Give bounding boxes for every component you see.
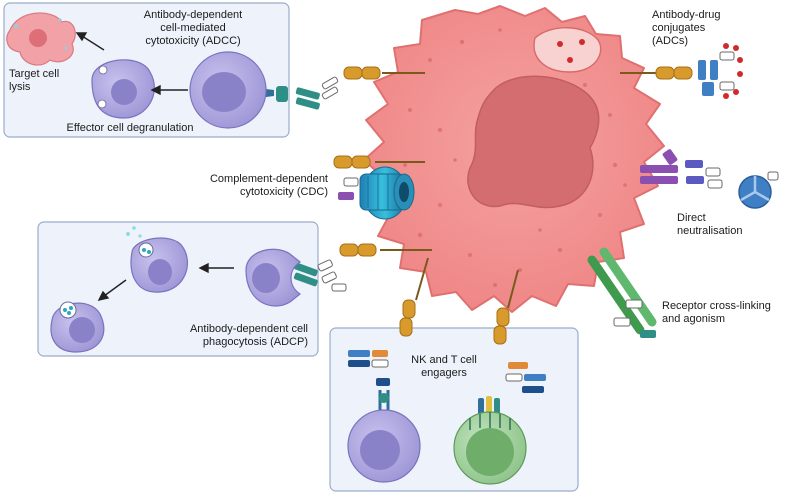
engager-t	[478, 362, 546, 416]
tumor-nucleus	[467, 75, 600, 209]
adcp-panel	[37, 221, 319, 357]
phagocyte-engulfing	[245, 248, 302, 307]
adcp-antibody	[293, 259, 347, 292]
crosslinking-label: Receptor cross-linking and agonism	[662, 300, 771, 325]
receptors	[333, 66, 693, 345]
adcc-label: Antibody-dependent cell-mediated cytotox…	[143, 9, 243, 47]
target-cell-lysis-label: Target cell lysis	[9, 68, 60, 93]
effector-cell-adcc	[189, 51, 267, 129]
adcc-antibody	[258, 76, 339, 110]
adc-label: Antibody-drug conjugates (ADCs)	[652, 9, 721, 47]
adc-antibody	[698, 43, 743, 99]
degranulation-label: Effector cell degranulation	[66, 122, 194, 134]
engager-nk	[348, 350, 390, 410]
adcc-arrows	[75, 32, 188, 96]
adcp-arrows	[97, 262, 234, 302]
phagocyte-final	[50, 301, 105, 353]
drug-star-icon	[557, 39, 585, 63]
nk-cell	[347, 409, 421, 483]
neutralisation-label: Direct neutralisation	[677, 212, 743, 237]
crosslinking-antibodies	[587, 247, 657, 338]
complement-pore	[338, 166, 415, 220]
phagocyte-mid	[126, 226, 189, 293]
adcp-label: Antibody-dependent cell phagocytosis (AD…	[189, 323, 308, 348]
degranulating-cell	[91, 59, 155, 119]
target-cell-lysed	[6, 12, 76, 66]
cdc-label: Complement-dependent cytotoxicity (CDC)	[209, 173, 328, 198]
neutralisation-antibodies	[640, 149, 723, 189]
t-cell	[453, 411, 527, 485]
engagers-label: NK and T cell engagers	[411, 354, 477, 379]
neutralised-ligand-icon	[738, 171, 779, 209]
drug-vesicle	[533, 27, 602, 73]
